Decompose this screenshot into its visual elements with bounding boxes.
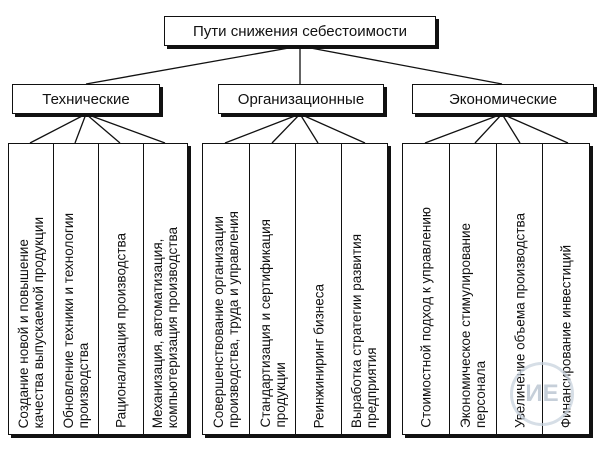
watermark-logo: ИЕ: [510, 362, 574, 426]
economic-item-3: Увеличение объема производства: [496, 144, 542, 434]
organizational-item-3-text: Реинжиниринг бизнеса: [311, 283, 326, 428]
root-box: Пути снижения себестоимости: [164, 16, 436, 46]
category-technical-label: Технические: [42, 90, 130, 108]
organizational-item-3: Реинжиниринг бизнеса: [295, 144, 341, 434]
technical-item-3: Рационализация производства: [98, 144, 143, 434]
technical-item-4-text: Механизация, автоматизация,компьютеризац…: [150, 226, 180, 428]
category-economic-box: Экономические: [412, 84, 594, 114]
economic-item-1-text: Стоимостной подход к управлению: [418, 207, 434, 428]
category-technical-box: Технические: [12, 84, 160, 114]
technical-item-3-text: Рационализация производства: [113, 233, 129, 428]
economic-item-4: Финансирование инвестиций: [542, 144, 588, 434]
category-economic-label: Экономические: [448, 90, 558, 108]
category-organizational-box: Организационные: [218, 84, 384, 114]
category-organizational-label: Организационные: [237, 90, 365, 108]
root-label: Пути снижения себестоимости: [193, 22, 407, 40]
economic-item-1: Стоимостной подход к управлению: [402, 144, 449, 434]
technical-item-4: Механизация, автоматизация,компьютеризац…: [143, 144, 186, 434]
watermark-text: ИЕ: [525, 380, 559, 407]
